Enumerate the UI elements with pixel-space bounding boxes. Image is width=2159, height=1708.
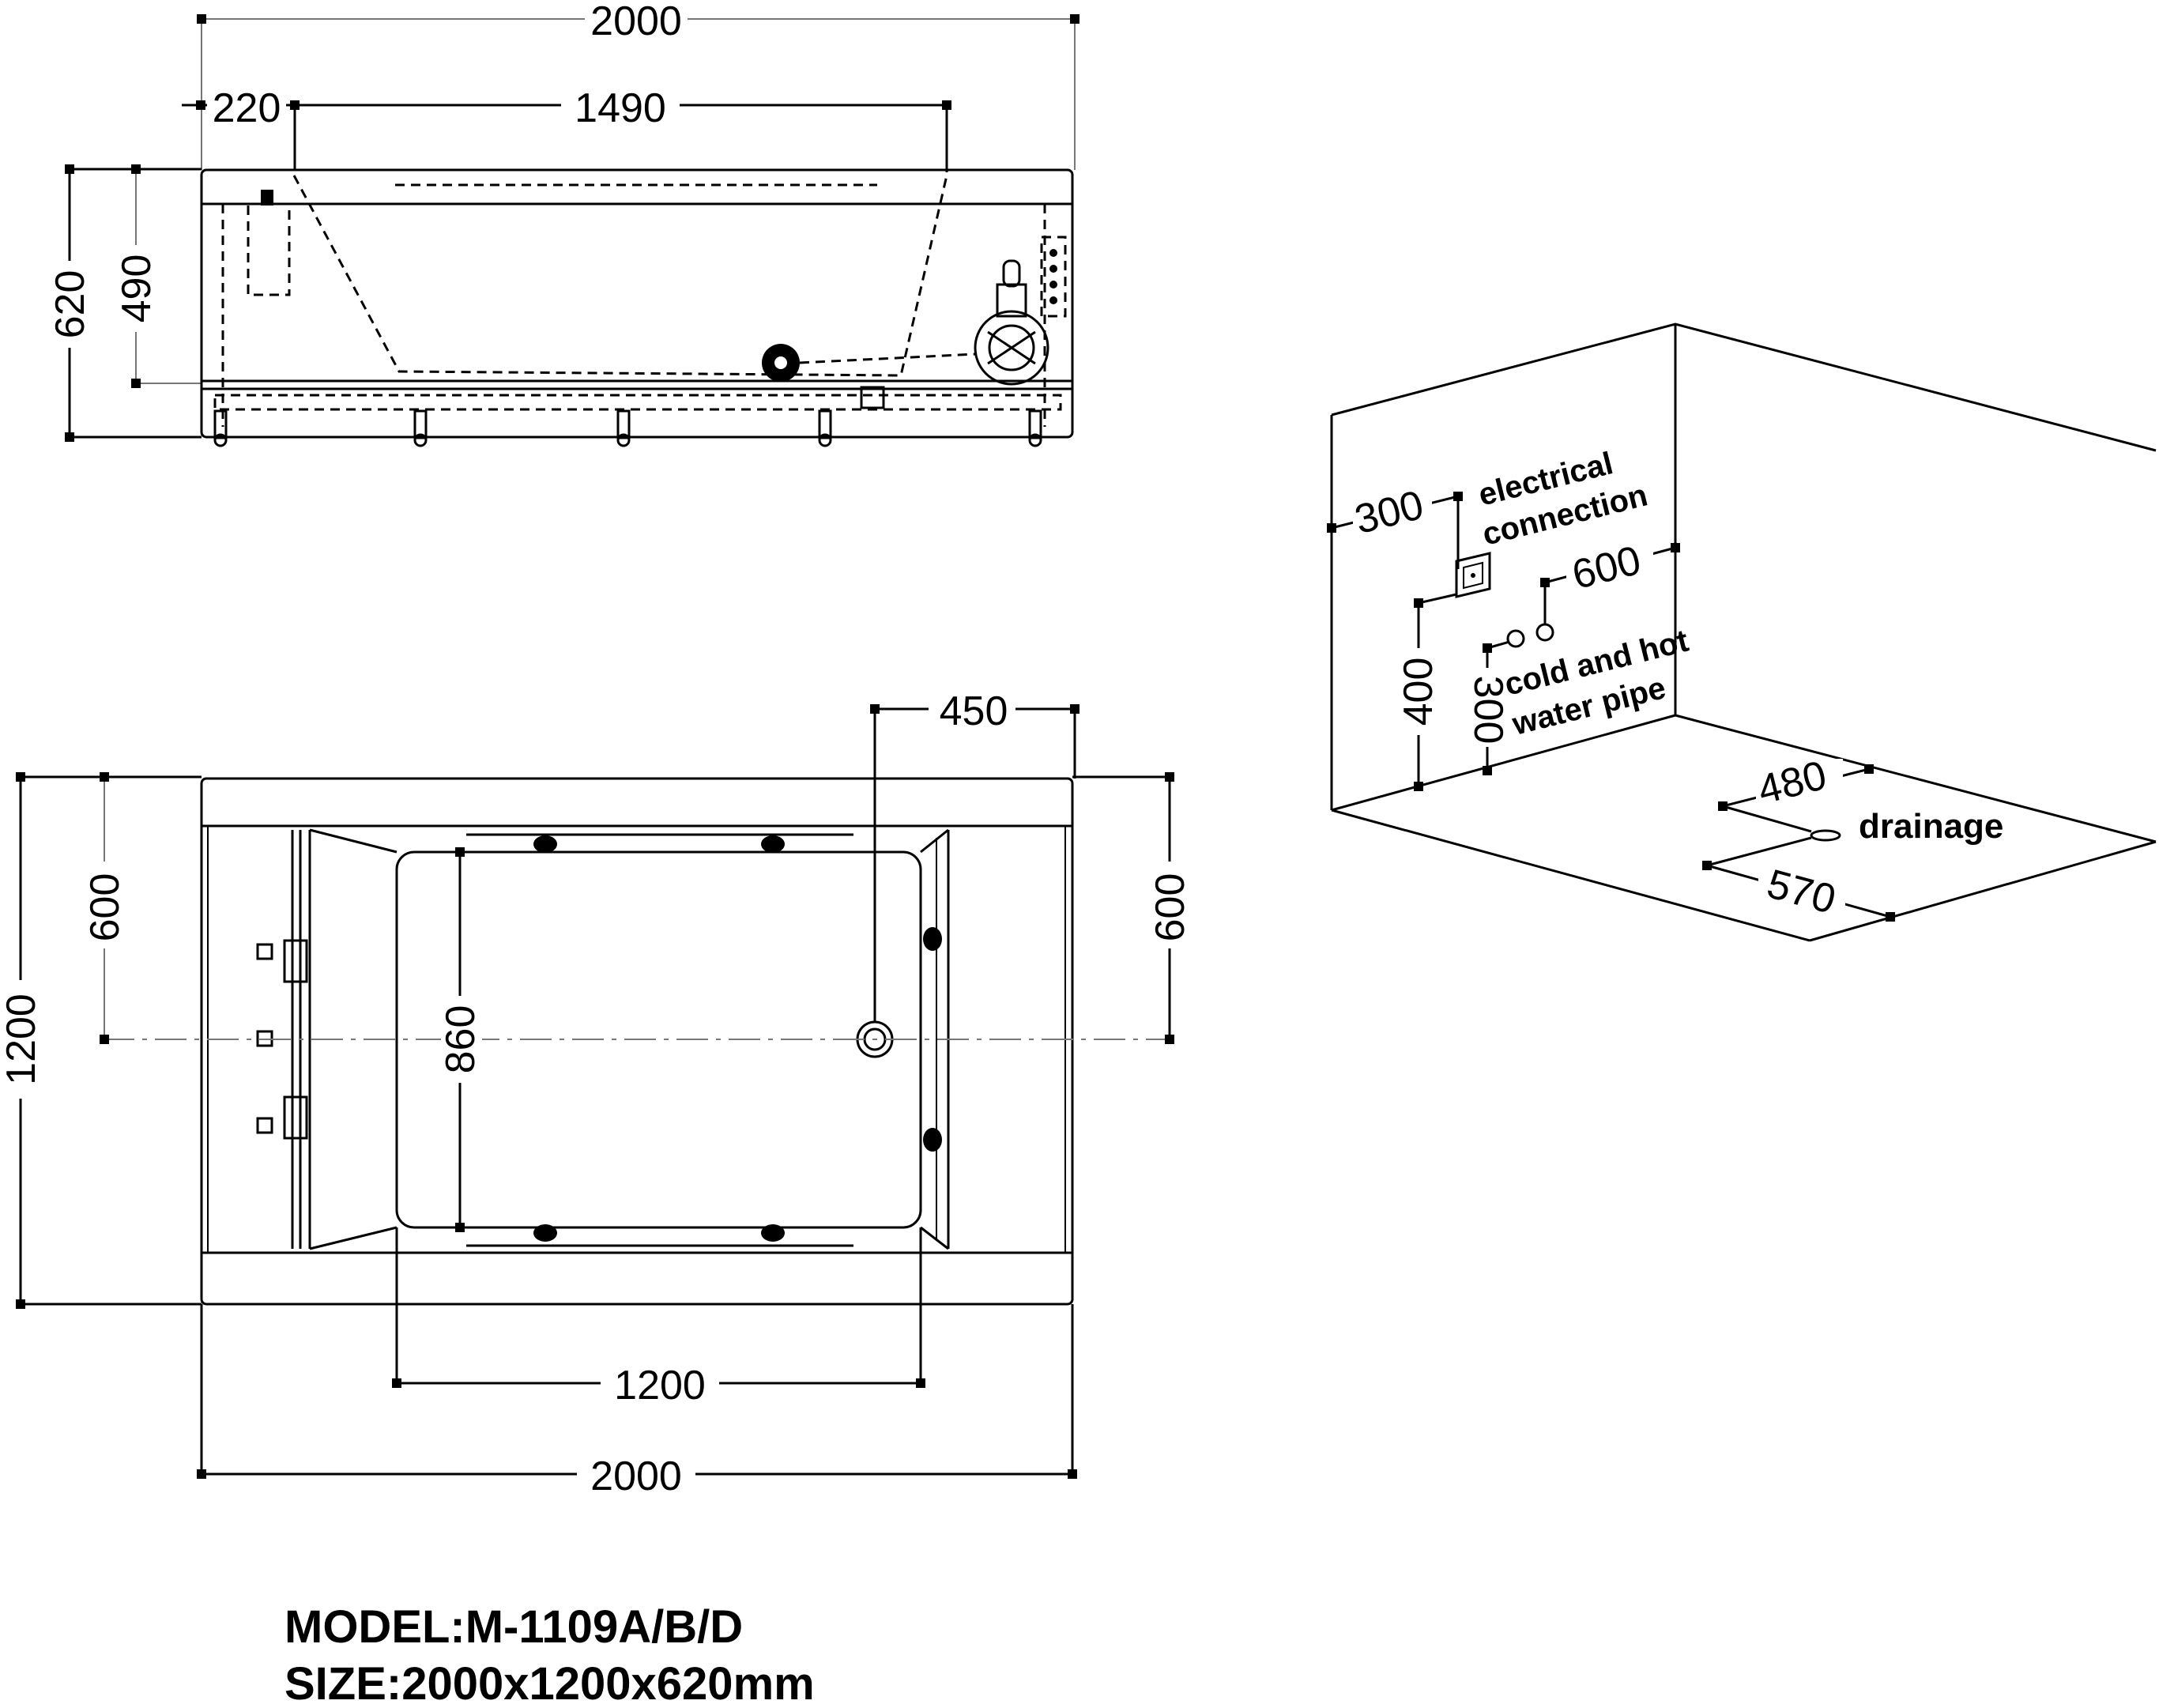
drain-dim-b: 570 [1702,836,1895,923]
floor-drain-icon [1810,829,1841,842]
jets [466,833,942,1247]
pipe-height-dimension: 400 [1396,593,1457,791]
side-height-label: 620 [47,270,93,339]
inner-width-dimension: 1200 [392,1227,925,1408]
top-width-dimension: 2000 [197,1304,1077,1499]
side-legs [213,409,1042,447]
title-block: MODEL:M-1109A/B/D SIZE:2000x1200x620mm [284,1601,815,1708]
side-offset-label: 220 [213,85,281,131]
drainage-label: drainage [1859,807,2003,846]
model-label: MODEL:M-1109A/B/D [284,1601,743,1653]
water-pipe-icons [1506,623,1554,648]
inner-depth-label: 860 [438,1005,484,1074]
side-inner-height-label: 490 [114,255,160,323]
drain-flange-icon [762,344,800,382]
top-width-label: 2000 [590,1453,682,1499]
top-depth-dimension: 1200 [0,772,202,1309]
left-half-dimension: 600 [82,772,128,1044]
top-depth-label: 1200 [0,994,44,1085]
installation-view: 300 electrical connection 400 600 [1327,322,2157,942]
side-view: 2000 220 1490 620 [47,0,1080,447]
drain-offset-dimension: 450 [870,688,1080,1022]
pump-icon [974,259,1049,386]
electrical-outlet-icon [1455,552,1491,598]
size-label: SIZE:2000x1200x620mm [284,1658,815,1708]
inner-depth-dimension: 860 [438,847,484,1232]
side-inner-length-label: 1490 [575,85,666,131]
drain-offset-label: 450 [940,688,1008,734]
side-width-dimension: 2000 [197,0,1080,170]
right-half-label: 600 [1147,873,1193,942]
pipe-spacing-label: 300 [1465,676,1511,745]
left-half-label: 600 [82,873,128,942]
pipe-offset-dimension: 600 [1540,537,1680,624]
electrical-offset-dimension: 300 [1327,482,1463,569]
pipe-spacing-dimension: 300 [1465,640,1511,775]
pipe-height-label: 400 [1396,658,1441,726]
inner-width-label: 1200 [614,1363,706,1408]
right-half-dimension: 600 [1072,772,1193,1044]
side-inner-dimension: 220 1490 [182,85,951,172]
side-width-label: 2000 [590,0,682,44]
drain-dim-a: 480 [1718,752,1874,813]
side-height-dimension: 620 490 [47,164,202,442]
top-view: 450 1200 600 600 [0,688,1193,1499]
